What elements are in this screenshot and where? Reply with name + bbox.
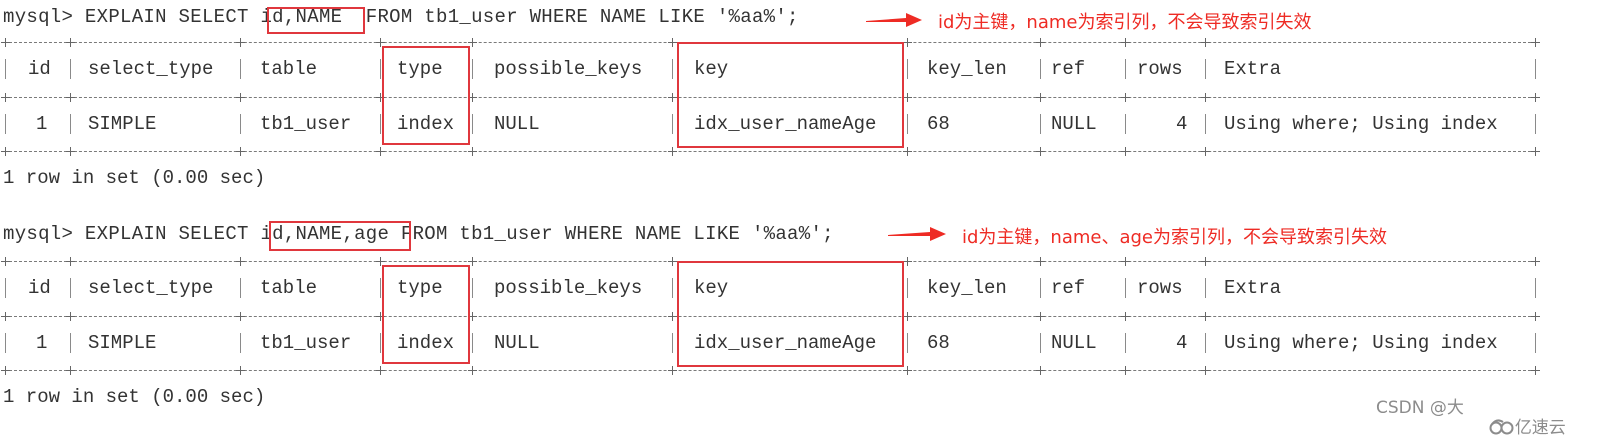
prompt: mysql> xyxy=(3,6,85,28)
header-type: type xyxy=(397,277,443,299)
arrow-right-icon xyxy=(888,227,946,241)
highlighted-columns: id,NAME,age xyxy=(260,223,390,245)
watermark-logo: 亿速云 xyxy=(1478,393,1566,438)
cell-ref: NULL xyxy=(1051,113,1097,135)
cloud-logo-icon xyxy=(1489,419,1514,435)
header-select-type: select_type xyxy=(88,277,214,299)
header-key-len: key_len xyxy=(927,277,1007,299)
header-id: id xyxy=(28,277,51,299)
cell-rows: 4 xyxy=(1176,332,1188,354)
header-key-len: key_len xyxy=(927,58,1007,80)
command-prefix: EXPLAIN SELECT xyxy=(84,6,261,28)
table-border-header xyxy=(4,316,1536,317)
highlight-box-key-column xyxy=(677,42,904,148)
cell-extra: Using where; Using index xyxy=(1224,113,1498,135)
header-key: key xyxy=(694,277,729,299)
cell-possible-keys: NULL xyxy=(494,332,540,354)
header-possible-keys: possible_keys xyxy=(494,277,643,299)
result-footer: 1 row in set (0.00 sec) xyxy=(3,386,266,408)
cell-table: tb1_user xyxy=(260,113,352,135)
header-extra: Extra xyxy=(1224,277,1282,299)
explain-block-2: mysql> EXPLAIN SELECT id,NAME,age FROM t… xyxy=(0,219,1607,429)
command-line: mysql> EXPLAIN SELECT id,NAME FROM tb1_u… xyxy=(3,6,799,28)
arrow-right-icon xyxy=(866,13,922,27)
cell-type: index xyxy=(397,113,455,135)
command-suffix: FROM tb1_user WHERE NAME LIKE '%aa%'; xyxy=(389,223,834,245)
highlight-box-select-columns xyxy=(269,221,411,251)
header-rows: rows xyxy=(1137,277,1183,299)
cell-ref: NULL xyxy=(1051,332,1097,354)
header-ref: ref xyxy=(1051,277,1086,299)
header-possible-keys: possible_keys xyxy=(494,58,643,80)
header-extra: Extra xyxy=(1224,58,1282,80)
watermark-csdn: CSDN @大 xyxy=(1376,398,1464,418)
annotation-text: id为主键，name、age为索引列，不会导致索引失效 xyxy=(962,227,1388,248)
highlighted-columns: id,NAME xyxy=(260,6,343,28)
cell-select-type: SIMPLE xyxy=(88,113,157,135)
header-select-type: select_type xyxy=(88,58,214,80)
header-id: id xyxy=(28,58,51,80)
cell-table: tb1_user xyxy=(260,332,352,354)
cell-possible-keys: NULL xyxy=(494,113,540,135)
cell-id: 1 xyxy=(36,332,48,354)
cell-extra: Using where; Using index xyxy=(1224,332,1498,354)
cell-rows: 4 xyxy=(1176,113,1188,135)
header-table: table xyxy=(260,58,318,80)
cell-id: 1 xyxy=(36,113,48,135)
cell-key-len: 68 xyxy=(927,113,950,135)
annotation-text: id为主键，name为索引列，不会导致索引失效 xyxy=(938,12,1312,33)
command-suffix: FROM tb1_user WHERE NAME LIKE '%aa%'; xyxy=(342,6,799,28)
highlight-box-key-column xyxy=(677,261,904,367)
command-line: mysql> EXPLAIN SELECT id,NAME,age FROM t… xyxy=(3,223,834,245)
header-rows: rows xyxy=(1137,58,1183,80)
highlight-box-type-column xyxy=(382,265,470,364)
prompt: mysql> xyxy=(3,223,85,245)
explain-block-1: mysql> EXPLAIN SELECT id,NAME FROM tb1_u… xyxy=(0,0,1607,210)
highlight-box-select-columns xyxy=(267,7,365,34)
table-border-bottom xyxy=(4,370,1536,371)
watermark-logo-text: 亿速云 xyxy=(1514,418,1566,438)
cell-key-len: 68 xyxy=(927,332,950,354)
result-footer: 1 row in set (0.00 sec) xyxy=(3,167,266,189)
cell-type: index xyxy=(397,332,455,354)
cell-key: idx_user_nameAge xyxy=(694,332,877,354)
cell-key: idx_user_nameAge xyxy=(694,113,877,135)
table-border-bottom xyxy=(4,151,1536,152)
command-prefix: EXPLAIN SELECT xyxy=(84,223,261,245)
cell-select-type: SIMPLE xyxy=(88,332,157,354)
header-ref: ref xyxy=(1051,58,1086,80)
highlight-box-type-column xyxy=(382,46,470,145)
header-key: key xyxy=(694,58,729,80)
table-border-header xyxy=(4,97,1536,98)
header-type: type xyxy=(397,58,443,80)
header-table: table xyxy=(260,277,318,299)
